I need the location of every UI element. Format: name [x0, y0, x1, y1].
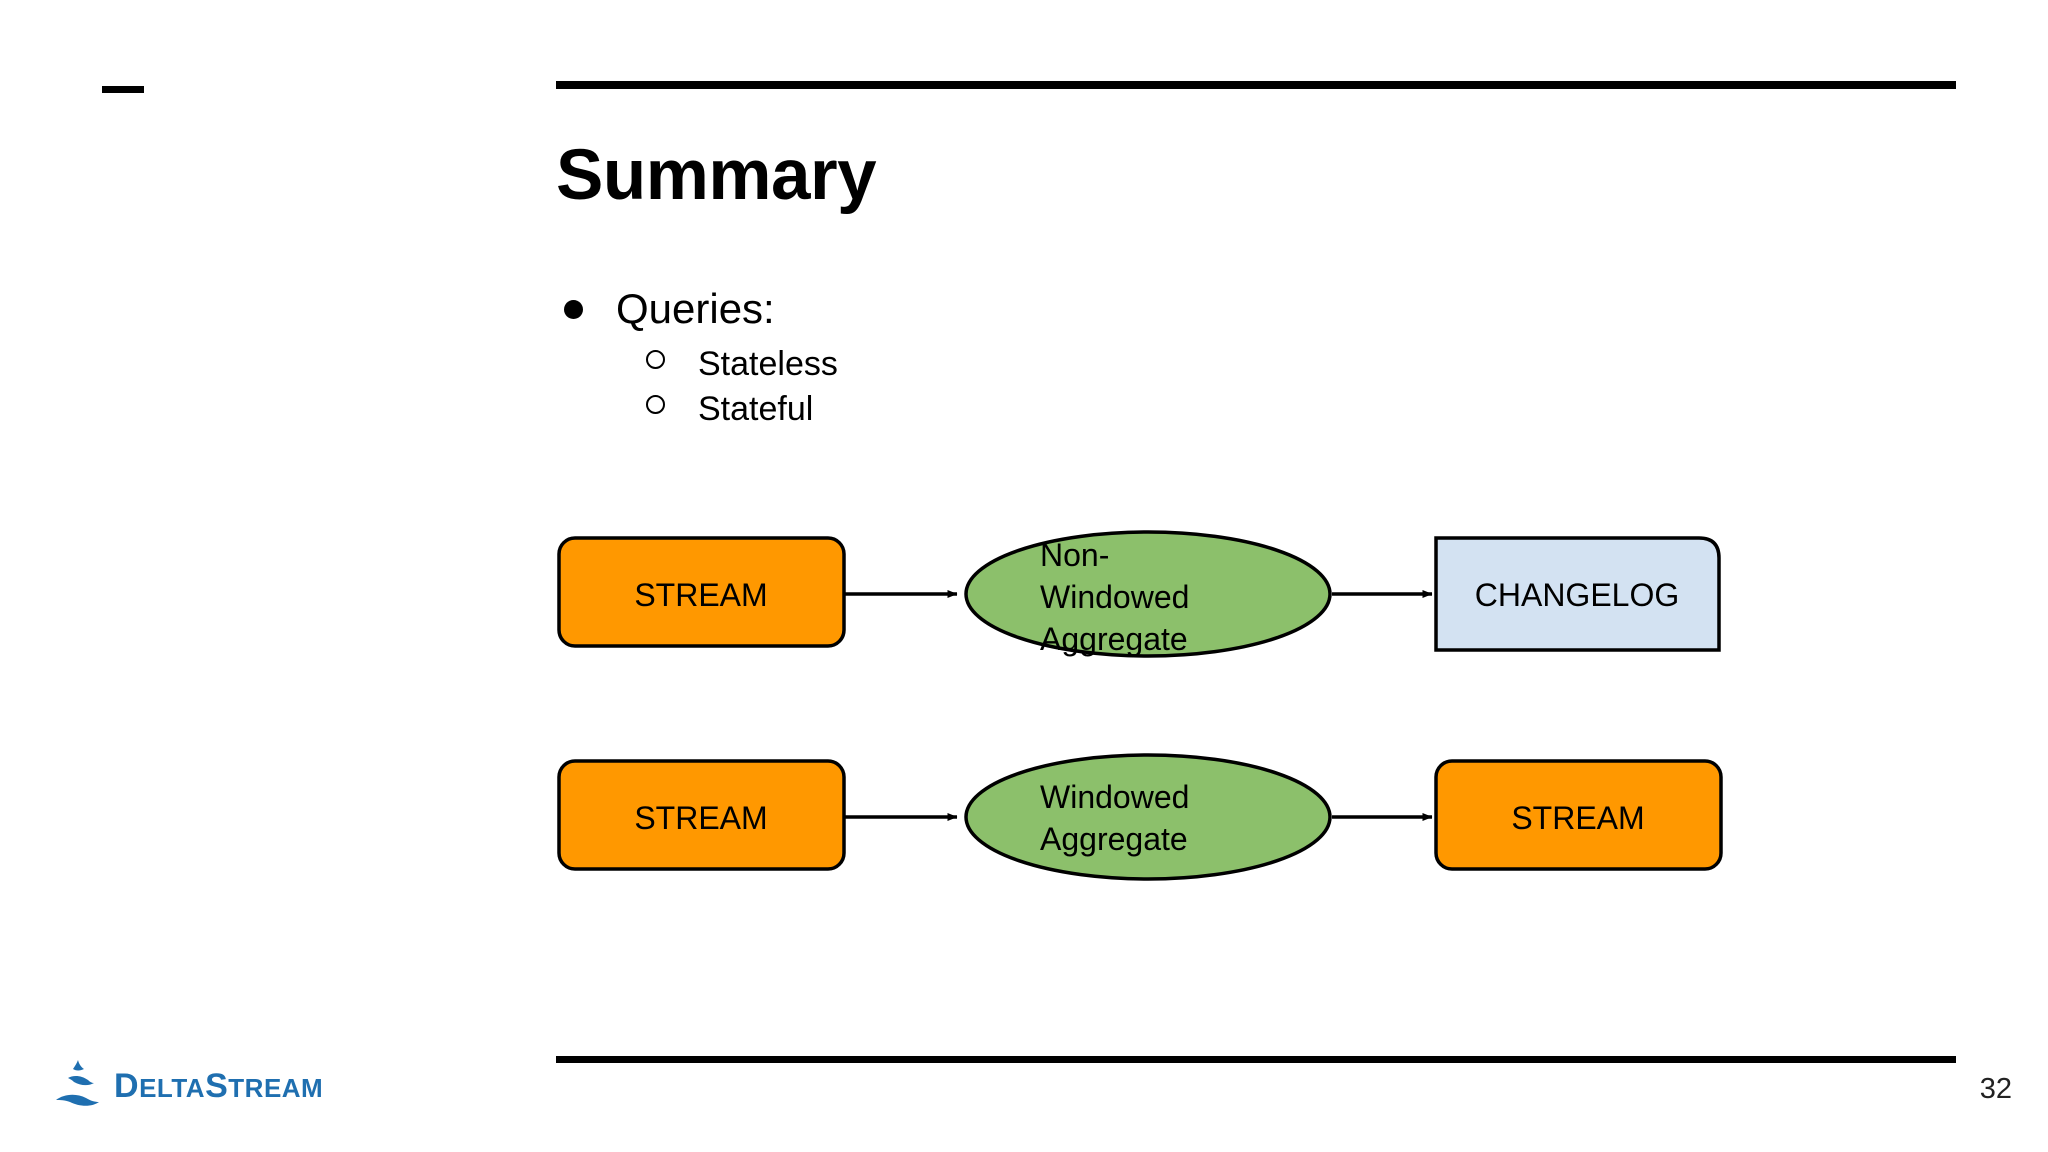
node-label: Windowed: [1040, 579, 1189, 615]
footer-rule: [556, 1056, 1956, 1063]
list-item-stateless: Stateless: [556, 343, 1456, 386]
flow-row-stateless: STREAM Non- Windowed Aggregate CHANGELOG: [557, 530, 1721, 658]
page-number: 32: [1979, 1073, 2012, 1105]
list-item-queries: Queries:: [556, 285, 1456, 333]
logo-word-delta-d: D: [114, 1067, 140, 1105]
node-changelog-1: CHANGELOG: [1434, 536, 1721, 652]
list-item-label: Stateful: [698, 389, 814, 428]
logo-word-delta-rest: ELTA: [139, 1073, 206, 1103]
page-title: Summary: [556, 136, 877, 215]
list-item-stateful: Stateful: [556, 388, 1456, 431]
node-stream-input-2: STREAM: [557, 759, 846, 871]
node-label: Windowed: [1040, 779, 1189, 815]
node-label: STREAM: [1511, 800, 1644, 836]
node-label: STREAM: [634, 577, 767, 613]
bullet-list: Queries: Stateless Stateful: [556, 285, 1456, 432]
corner-dash-mark: [102, 86, 144, 93]
node-label: Aggregate: [1040, 821, 1188, 857]
hollow-bullet-icon: [640, 382, 698, 425]
deltastream-logo: DELTASTREAM: [48, 1056, 323, 1116]
node-label: CHANGELOG: [1475, 577, 1679, 613]
hollow-bullet-icon: [640, 337, 698, 380]
node-aggregate-1: Non- Windowed Aggregate: [964, 530, 1332, 658]
node-stream-output-2: STREAM: [1434, 759, 1723, 871]
node-stream-input-1: STREAM: [557, 536, 846, 648]
logo-word-stream-rest: TREAM: [228, 1073, 324, 1103]
list-item-label: Queries:: [616, 285, 775, 332]
logo-wordmark: DELTASTREAM: [114, 1069, 323, 1103]
flow-row-stateful: STREAM Windowed Aggregate STREAM: [557, 753, 1723, 881]
node-aggregate-2: Windowed Aggregate: [964, 753, 1332, 881]
node-label: STREAM: [634, 800, 767, 836]
header-rule: [556, 81, 1956, 89]
node-label: Aggregate: [1040, 621, 1188, 657]
list-item-label: Stateless: [698, 345, 838, 384]
filled-bullet-icon: [556, 295, 616, 325]
node-label: Non-: [1040, 537, 1109, 573]
logo-word-stream-s: S: [205, 1067, 229, 1105]
deltastream-mark-icon: [56, 1060, 99, 1106]
